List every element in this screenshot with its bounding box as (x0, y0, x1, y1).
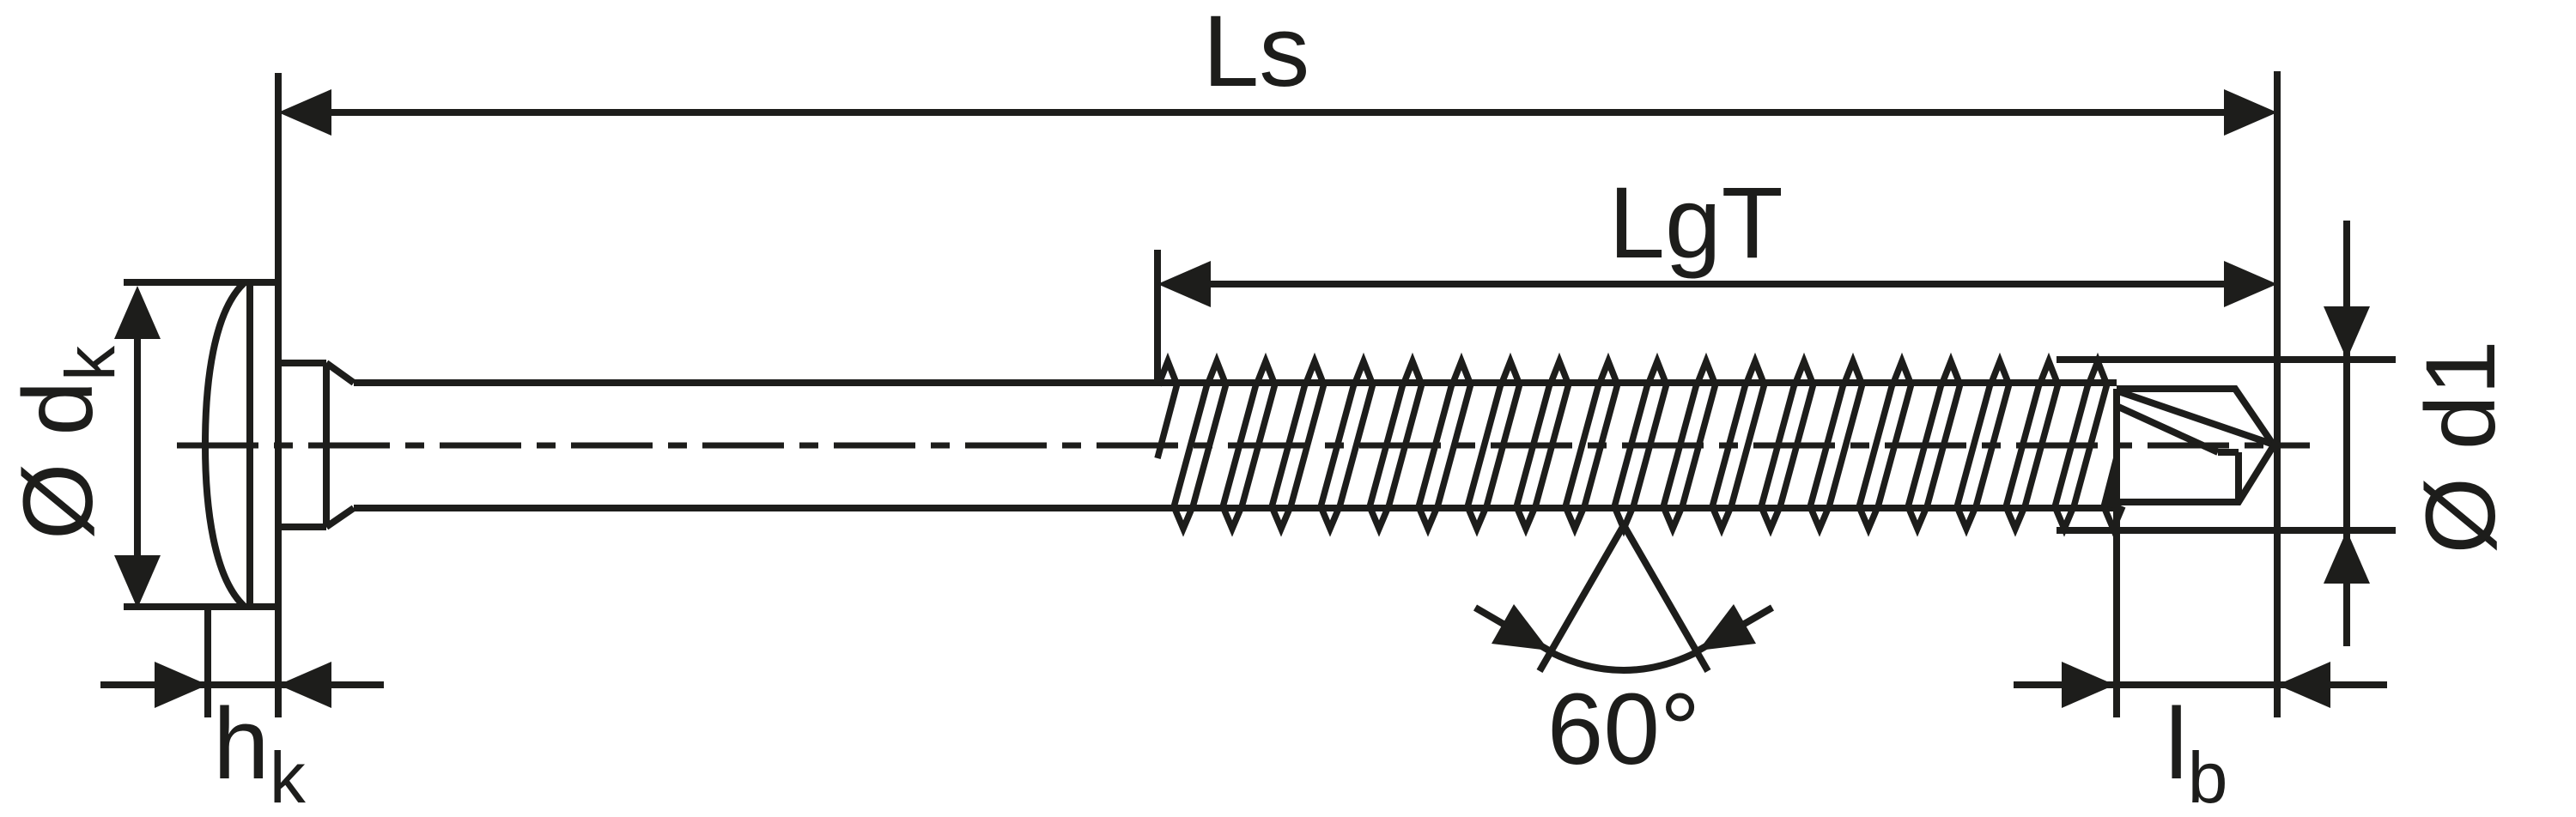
lgt-arrowhead-right (2224, 261, 2277, 307)
lb-arrowhead-left (2062, 662, 2115, 708)
ls-arrowhead-right (2224, 89, 2277, 136)
drill-point-length-label-base: l (2166, 687, 2188, 801)
thread-profile (1562, 352, 1621, 537)
head-height-label-sub: k (270, 737, 307, 817)
extension-lines (204, 71, 2396, 717)
thread-profile (1170, 352, 1230, 537)
lb-arrowhead-right (2277, 662, 2330, 708)
head-height-label: hk (213, 687, 307, 817)
thread-angle-label: 60° (1547, 673, 1700, 786)
ls-arrowhead-left (278, 89, 331, 136)
head-height-label-base: h (213, 687, 270, 801)
head-diameter-label-base: Ø d (3, 381, 113, 540)
head-diameter-label-sub: k (52, 345, 130, 381)
dimension-threaded-length: LgT (1157, 166, 2277, 307)
thread-profile (1953, 352, 2013, 537)
annotation-thread-angle: 60° (1473, 523, 1775, 786)
drill-point-length-label-sub: b (2188, 737, 2228, 817)
head-diameter-label: Ø dk (3, 345, 130, 540)
dimension-head-diameter: Ø dk (3, 286, 161, 608)
angle-arrowhead-left (1492, 604, 1549, 651)
lgt-label: LgT (1608, 166, 1783, 280)
dimension-drill-point-length: lb (2014, 662, 2387, 817)
thread-profile (1856, 352, 1915, 537)
d1-arrowhead-top (2324, 306, 2370, 360)
drill-point-length-label: lb (2166, 687, 2228, 817)
angle-arrowhead-right (1698, 604, 1756, 651)
shank-silhouette (354, 379, 2117, 511)
dimension-head-height: hk (100, 662, 384, 817)
thread-profile (1464, 352, 1523, 537)
drill-point-facet (2218, 449, 2242, 502)
dk-arrowhead-top (114, 286, 161, 339)
dk-arrowhead-bottom (114, 555, 161, 608)
thread-diameter-label: Ø d1 (2406, 340, 2516, 554)
hk-arrowhead-right (278, 662, 331, 708)
angle-flank-lines (1536, 523, 1711, 673)
hk-arrowhead-left (155, 662, 208, 708)
dimension-overall-length: Ls (278, 0, 2277, 136)
angle-arc (1549, 649, 1698, 674)
lgt-arrowhead-left (1157, 261, 1211, 307)
d1-arrowhead-bottom (2324, 530, 2370, 584)
dimension-thread-diameter: Ø d1 (2324, 221, 2516, 646)
ls-label: Ls (1203, 0, 1310, 108)
